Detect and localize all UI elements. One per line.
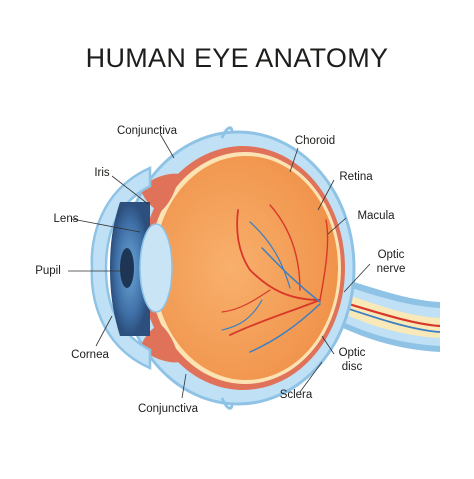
lens: [139, 223, 173, 313]
label-conjunctiva-top: Conjunctiva: [117, 125, 178, 137]
page-title: HUMAN EYE ANATOMY: [86, 43, 389, 73]
label-pupil: Pupil: [35, 265, 61, 277]
label-optic-nerve-line2: nerve: [377, 263, 406, 275]
label-macula: Macula: [357, 210, 395, 222]
label-choroid: Choroid: [295, 135, 335, 147]
leader-lines: [68, 133, 371, 399]
label-optic-disc-line1: Optic: [339, 347, 366, 359]
cornea: [90, 166, 152, 370]
conjunctiva-top-fold: [220, 126, 234, 139]
label-optic-nerve-line1: Optic: [378, 249, 405, 261]
label-sclera: Sclera: [280, 389, 313, 401]
retinal-vessels: [221, 204, 329, 353]
label-iris: Iris: [94, 167, 110, 179]
label-optic-disc-line2: disc: [342, 361, 363, 373]
labels: Conjunctiva Choroid Iris Retina Macula L…: [35, 125, 405, 415]
vitreous-body: [154, 156, 338, 380]
pupil: [120, 248, 134, 288]
label-cornea: Cornea: [71, 349, 109, 361]
label-lens: Lens: [54, 213, 79, 225]
label-conjunctiva-bottom: Conjunctiva: [138, 403, 199, 415]
conjunctiva-bottom-fold: [220, 397, 234, 410]
label-retina: Retina: [339, 171, 373, 183]
